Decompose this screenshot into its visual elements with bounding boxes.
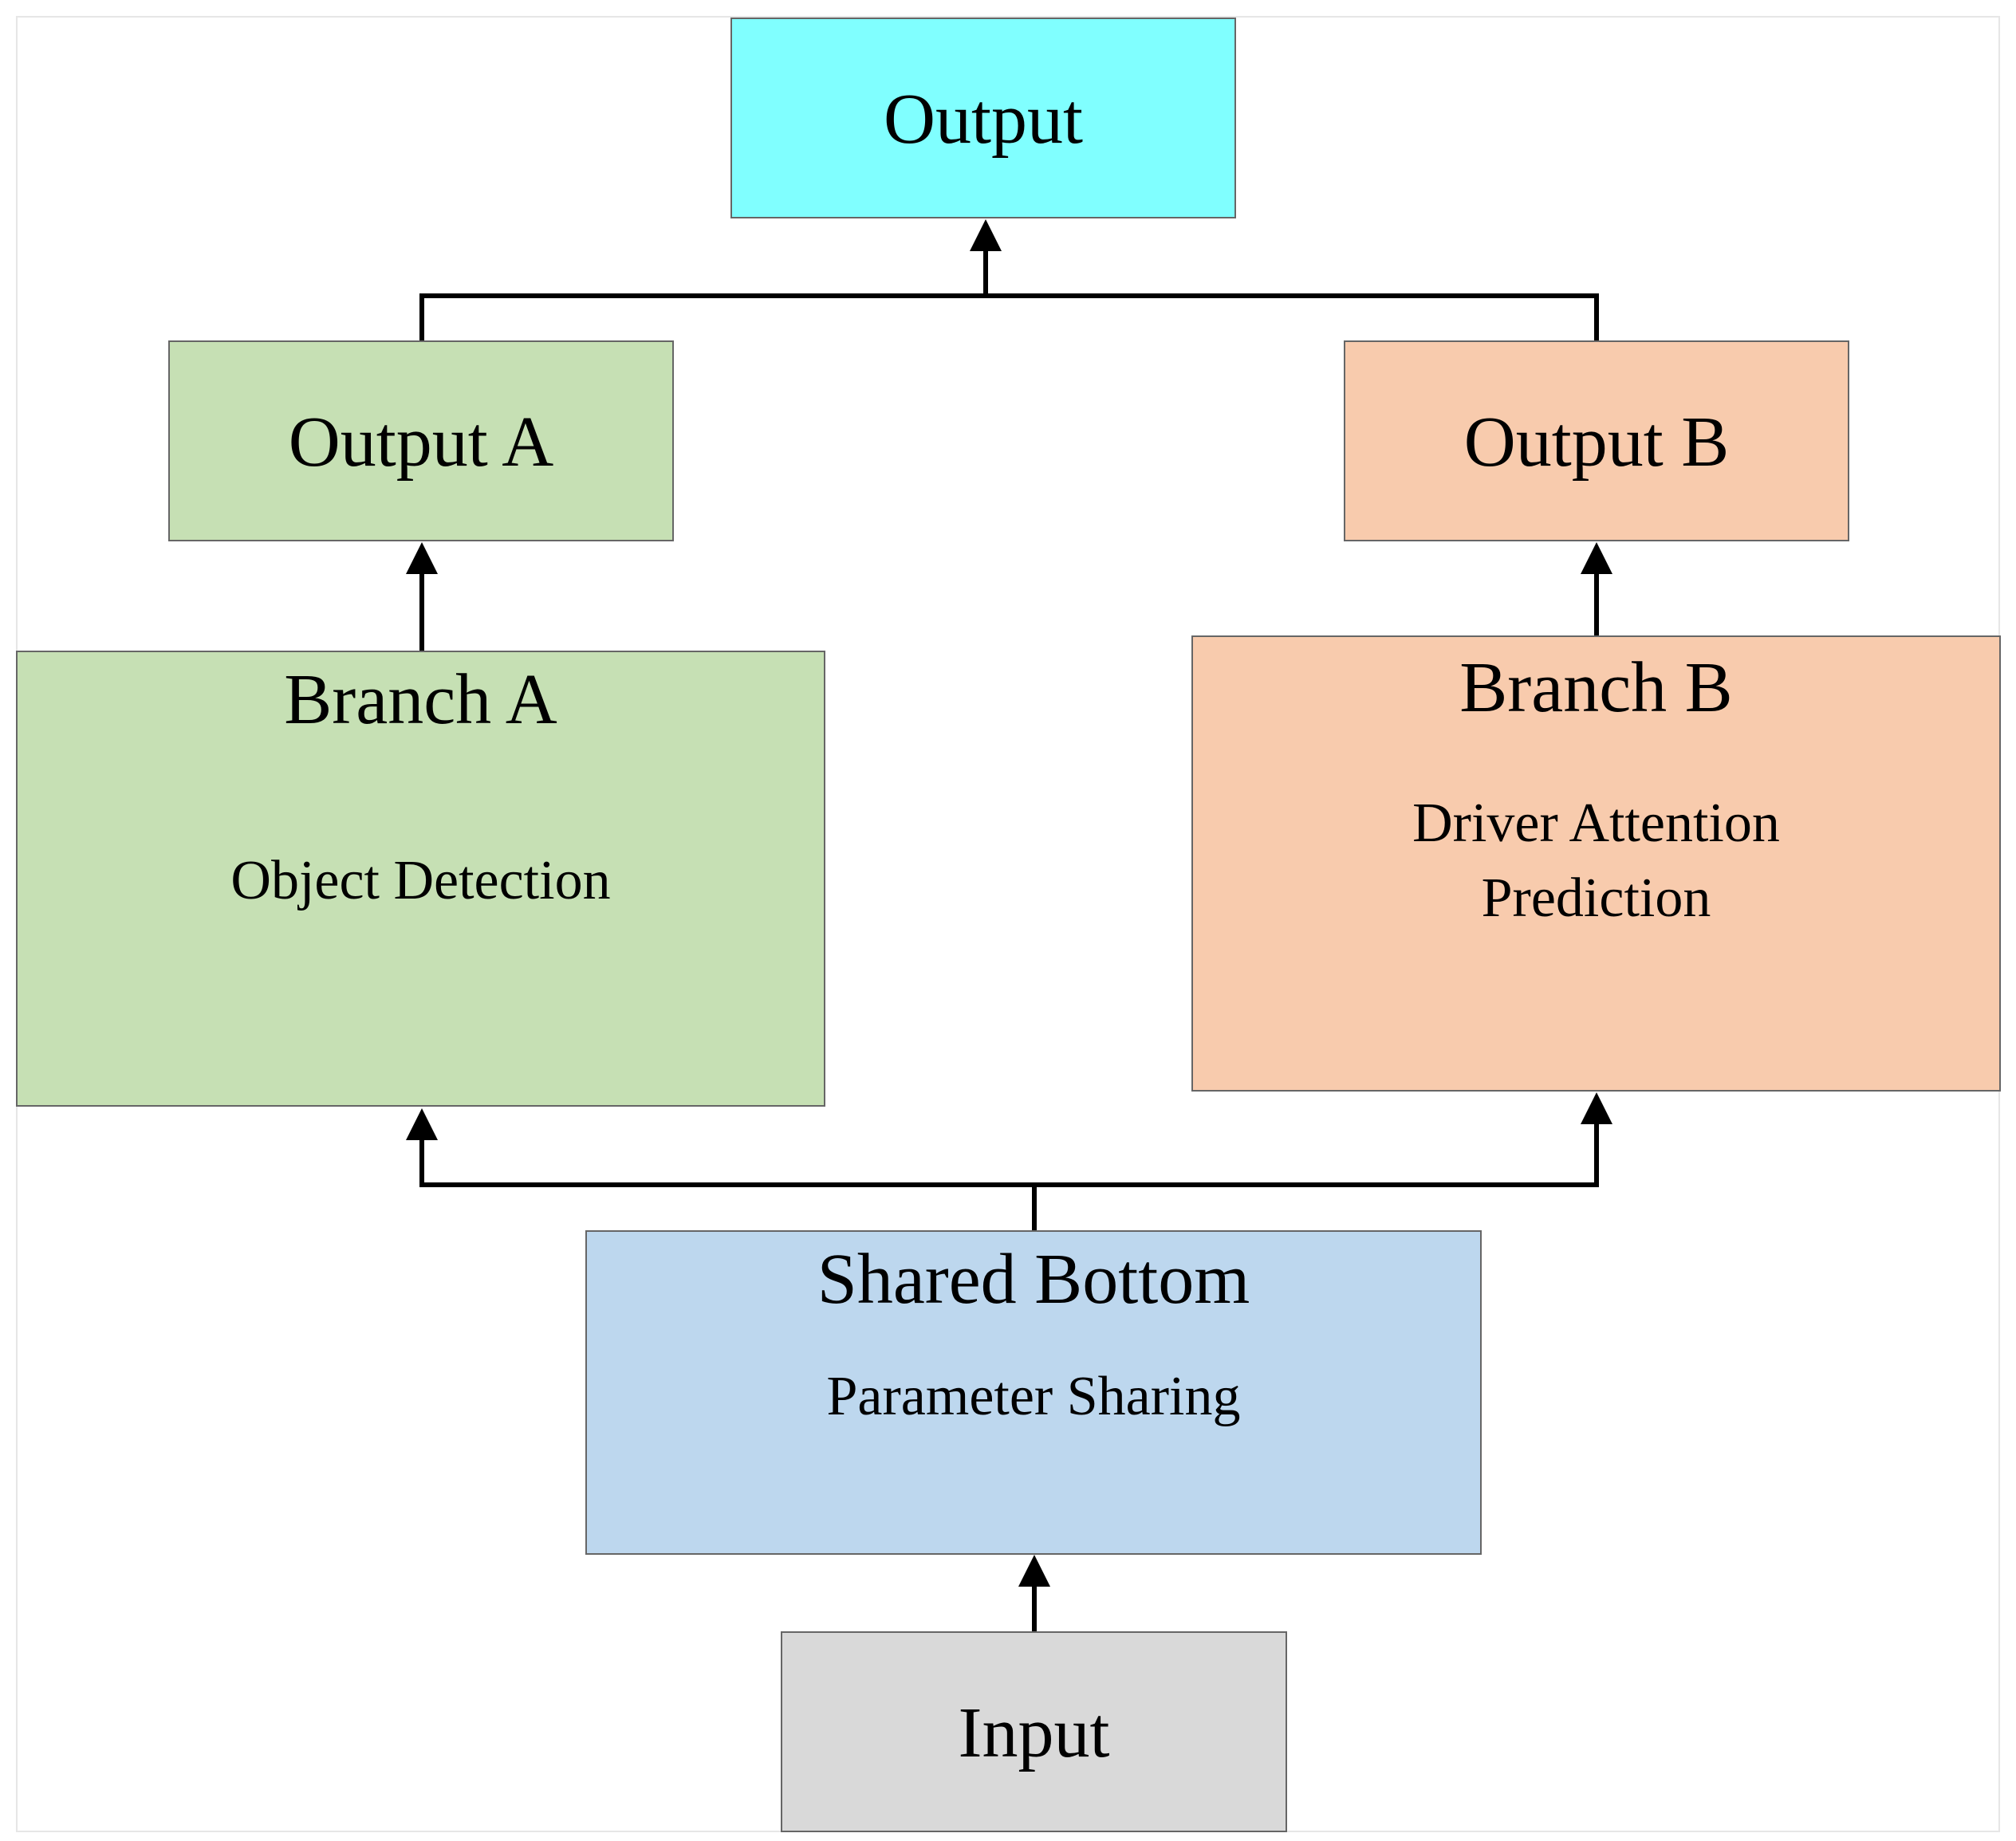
branch-b-subtitle-line2: Prediction: [1481, 867, 1711, 929]
shared-bottom-title: Shared Bottom: [817, 1240, 1250, 1319]
arrowhead-branch-b: [1581, 1092, 1612, 1124]
branch-b-subtitle-line1: Driver Attention: [1412, 793, 1780, 854]
output-b-title: Output B: [1463, 403, 1730, 482]
edge-output-b-to-output: [986, 293, 1599, 340]
arrowhead-shared-bottom: [1018, 1555, 1050, 1587]
arrowhead-output-b: [1581, 542, 1612, 574]
branch-a-title: Branch A: [284, 660, 557, 739]
branch-a-node: Branch A Object Detection: [16, 651, 825, 1107]
edge-output-a-to-output: [419, 293, 986, 340]
input-title: Input: [958, 1693, 1110, 1772]
arrowhead-output: [970, 219, 1002, 251]
shared-bottom-node: Shared Bottom Parameter Sharing: [585, 1230, 1482, 1555]
shared-bottom-subtitle: Parameter Sharing: [826, 1366, 1241, 1427]
input-node: Input: [781, 1631, 1287, 1832]
arrowhead-output-a: [406, 542, 438, 574]
output-a-node: Output A: [168, 340, 674, 541]
branch-a-subtitle: Object Detection: [230, 850, 611, 911]
output-node: Output: [730, 18, 1236, 218]
branch-b-title: Branch B: [1459, 648, 1733, 727]
edge-shared-bottom-to-branch-a: [419, 1136, 1034, 1187]
output-title: Output: [883, 80, 1083, 159]
output-a-title: Output A: [288, 403, 554, 482]
output-b-node: Output B: [1344, 340, 1849, 541]
edge-shared-bottom-to-branch-b: [1034, 1120, 1599, 1187]
branch-b-node: Branch B Driver Attention Prediction: [1191, 635, 2001, 1092]
arrowhead-branch-a: [406, 1108, 438, 1140]
